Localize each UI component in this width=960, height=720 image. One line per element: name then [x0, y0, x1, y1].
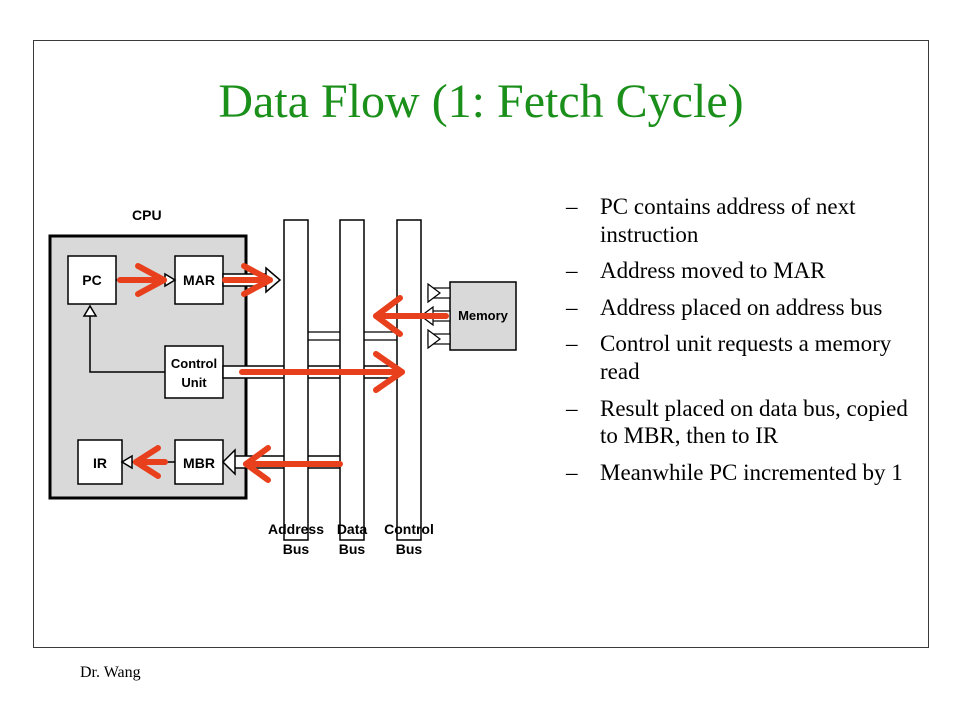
bullet-text: Result placed on data bus, copied to MBR… — [600, 395, 908, 449]
address-bus — [283, 219, 309, 541]
bullet-dash: – — [566, 194, 578, 219]
flow-arrow-mar-bus-head — [241, 263, 273, 297]
pc-label: PC — [82, 272, 101, 288]
slide-frame — [33, 40, 929, 648]
bullet-item: –Address placed on address bus — [566, 294, 916, 322]
bullet-dash: – — [566, 459, 578, 485]
pc-register — [67, 255, 117, 305]
bullet-item: –Control unit requests a memory read — [566, 330, 916, 385]
bullet-text: Address moved to MAR — [600, 258, 826, 284]
fetch-cycle-diagram: CPU PC MAR Control Unit IR MBR — [40, 200, 580, 580]
ir-label: IR — [93, 455, 107, 471]
ir-arrowhead — [120, 454, 133, 470]
bullet-dash: – — [566, 294, 578, 320]
mbr-label: MBR — [183, 455, 215, 471]
data-bus-label-1: Data — [337, 521, 368, 537]
flow-arrow-bus-mbr-head — [243, 445, 271, 483]
pc-up-arrowhead — [82, 304, 98, 317]
bullet-text: Address placed on address bus — [600, 294, 883, 320]
address-bus-label-1: Address — [268, 521, 324, 537]
flow-arrow-cu-bus-head — [373, 351, 405, 393]
cu-to-pc-line — [89, 308, 165, 373]
flow-arrow-pc-mar-head — [135, 263, 167, 297]
data-bus — [339, 219, 365, 541]
mar-label: MAR — [183, 272, 215, 288]
bullet-text: PC contains address of next instruction — [600, 194, 856, 247]
bullet-list: –PC contains address of next instruction… — [566, 193, 916, 495]
memory-arrow-1 — [427, 282, 441, 304]
control-unit — [164, 345, 224, 399]
control-bus — [396, 219, 422, 541]
bullet-text: Meanwhile PC incremented by 1 — [600, 459, 903, 485]
flow-arrows — [117, 263, 449, 483]
control-unit-label-1: Control — [171, 356, 217, 371]
bullet-dash: – — [566, 258, 578, 284]
memory-arrow-3 — [427, 328, 441, 350]
footer-author: Dr. Wang — [80, 664, 141, 681]
control-unit-label-2: Unit — [181, 375, 207, 390]
address-bus-label-2: Bus — [283, 541, 310, 557]
bullet-item: –Address moved to MAR — [566, 257, 916, 285]
cpu-label: CPU — [132, 207, 162, 223]
bullet-item: –PC contains address of next instruction — [566, 193, 916, 248]
control-bus-label-2: Bus — [396, 541, 423, 557]
memory-label: Memory — [458, 308, 509, 323]
bullet-text: Control unit requests a memory read — [600, 331, 892, 384]
data-bus-label-2: Bus — [339, 541, 366, 557]
diagram-canvas: CPU PC MAR Control Unit IR MBR — [48, 207, 517, 557]
ir-register — [77, 439, 123, 485]
flow-arrow-memory-bus-head — [373, 295, 403, 337]
bullet-item: –Meanwhile PC incremented by 1 — [566, 459, 916, 487]
flow-arrow-mbr-ir-head — [133, 445, 161, 479]
bullet-item: –Result placed on data bus, copied to MB… — [566, 395, 916, 450]
slide-title: Data Flow (1: Fetch Cycle) — [218, 75, 744, 128]
bullet-dash: – — [566, 395, 578, 421]
control-bus-label-1: Control — [384, 521, 434, 537]
bullet-dash: – — [566, 331, 578, 357]
mbr-arrowhead — [221, 448, 236, 476]
